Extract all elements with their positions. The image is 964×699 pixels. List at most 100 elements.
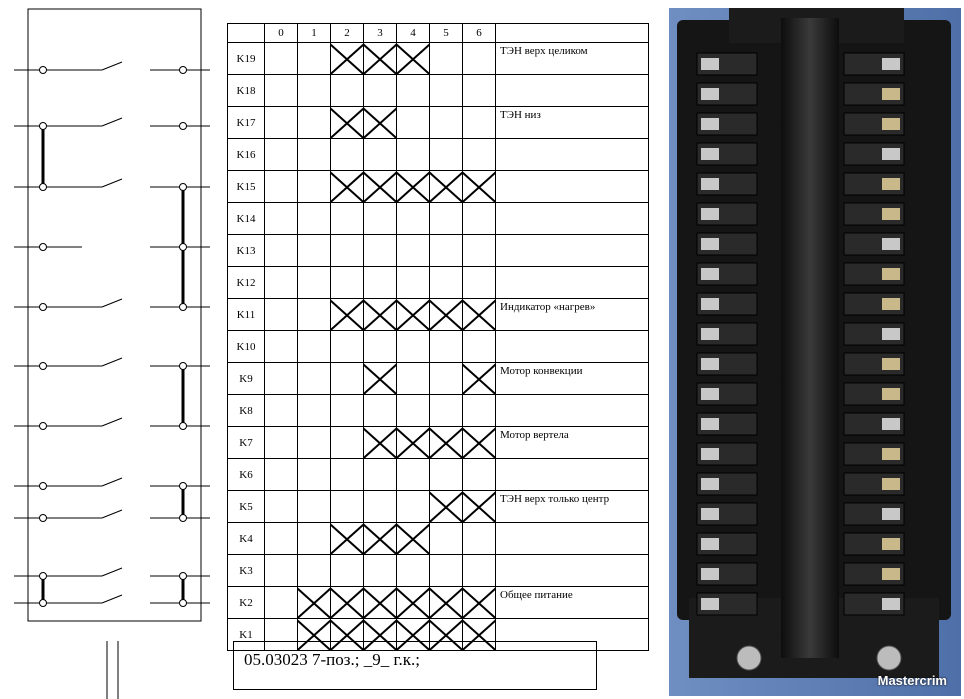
contact-code: K14 bbox=[227, 202, 265, 235]
position-cell bbox=[363, 394, 397, 427]
table-row: K18 bbox=[227, 74, 649, 107]
closed-contact-mark bbox=[429, 298, 463, 331]
closed-contact-mark bbox=[396, 426, 430, 459]
table-row: K1 bbox=[227, 618, 649, 651]
position-header: 1 bbox=[297, 23, 331, 43]
contact-code: K7 bbox=[227, 426, 265, 459]
contact-description bbox=[495, 234, 649, 267]
contact-terminal bbox=[882, 598, 900, 610]
contact-terminal bbox=[701, 358, 719, 370]
contact-terminal bbox=[882, 58, 900, 70]
contact-description bbox=[495, 554, 649, 587]
contact-terminal bbox=[882, 178, 900, 190]
position-cell bbox=[429, 202, 463, 235]
contact-code: K15 bbox=[227, 170, 265, 203]
contact-terminal bbox=[701, 508, 719, 520]
table-row: K13 bbox=[227, 234, 649, 267]
position-cell bbox=[297, 522, 331, 555]
contact-code: K4 bbox=[227, 522, 265, 555]
position-cell bbox=[297, 106, 331, 139]
position-cell bbox=[264, 490, 298, 523]
closed-contact-mark bbox=[429, 586, 463, 619]
contact-terminal bbox=[882, 568, 900, 580]
contact-description bbox=[495, 74, 649, 107]
position-cell bbox=[330, 330, 364, 363]
position-cell bbox=[264, 394, 298, 427]
position-cell bbox=[462, 522, 496, 555]
closed-contact-mark bbox=[462, 170, 496, 203]
closed-contact-mark bbox=[429, 490, 463, 523]
position-cell bbox=[429, 362, 463, 395]
position-cell bbox=[297, 266, 331, 299]
contact-terminal bbox=[882, 388, 900, 400]
table-row: K19 ТЭН верх целиком bbox=[227, 42, 649, 75]
position-cell bbox=[429, 458, 463, 491]
switch-circuit-diagram bbox=[14, 8, 210, 699]
contact-description bbox=[495, 458, 649, 491]
closed-contact-mark bbox=[363, 426, 397, 459]
position-cell bbox=[297, 42, 331, 75]
table-row: K4 bbox=[227, 522, 649, 555]
contact-terminal bbox=[882, 298, 900, 310]
position-cell bbox=[297, 330, 331, 363]
position-cell bbox=[330, 426, 364, 459]
position-cell bbox=[429, 266, 463, 299]
position-cell bbox=[297, 426, 331, 459]
watermark-text: Mastercrim bbox=[877, 673, 947, 688]
position-cell bbox=[363, 138, 397, 171]
position-cell bbox=[297, 74, 331, 107]
contact-description: ТЭН верх целиком bbox=[495, 42, 649, 75]
closed-contact-mark bbox=[396, 298, 430, 331]
position-header: 4 bbox=[396, 23, 430, 43]
position-cell bbox=[396, 266, 430, 299]
contact-terminal bbox=[701, 88, 719, 100]
position-cell bbox=[462, 74, 496, 107]
position-cell bbox=[363, 330, 397, 363]
position-cell bbox=[330, 234, 364, 267]
contact-terminal bbox=[701, 118, 719, 130]
contact-terminal bbox=[701, 178, 719, 190]
shaft-lines bbox=[106, 641, 119, 699]
contact-terminal bbox=[882, 538, 900, 550]
contact-terminal bbox=[882, 448, 900, 460]
contact-terminal bbox=[882, 238, 900, 250]
contact-terminal bbox=[882, 508, 900, 520]
closed-contact-mark bbox=[462, 586, 496, 619]
position-cell bbox=[462, 106, 496, 139]
position-cell bbox=[297, 394, 331, 427]
contact-description: Общее питание bbox=[495, 586, 649, 619]
closed-contact-mark bbox=[330, 618, 364, 651]
position-header: 3 bbox=[363, 23, 397, 43]
table-row: K16 bbox=[227, 138, 649, 171]
contact-code: K11 bbox=[227, 298, 265, 331]
closed-contact-mark bbox=[363, 106, 397, 139]
contact-description bbox=[495, 170, 649, 203]
position-cell bbox=[462, 234, 496, 267]
position-cell bbox=[330, 74, 364, 107]
closed-contact-mark bbox=[396, 170, 430, 203]
position-cell bbox=[396, 74, 430, 107]
contact-terminal bbox=[701, 298, 719, 310]
position-header: 5 bbox=[429, 23, 463, 43]
contact-description bbox=[495, 394, 649, 427]
position-cell bbox=[396, 490, 430, 523]
part-number-text: 05.03023 7-поз.; _9_ г.к.; bbox=[244, 650, 420, 669]
table-row: K8 bbox=[227, 394, 649, 427]
closed-contact-mark bbox=[363, 170, 397, 203]
closed-contact-mark bbox=[330, 586, 364, 619]
position-cell bbox=[363, 202, 397, 235]
contact-code: K3 bbox=[227, 554, 265, 587]
contact-terminal bbox=[701, 58, 719, 70]
position-cell bbox=[330, 394, 364, 427]
closed-contact-mark bbox=[429, 170, 463, 203]
contact-terminal bbox=[701, 208, 719, 220]
contact-code: K19 bbox=[227, 42, 265, 75]
closed-contact-mark bbox=[363, 42, 397, 75]
position-cell bbox=[429, 554, 463, 587]
position-cell bbox=[429, 138, 463, 171]
position-cell bbox=[462, 202, 496, 235]
position-cell bbox=[429, 106, 463, 139]
